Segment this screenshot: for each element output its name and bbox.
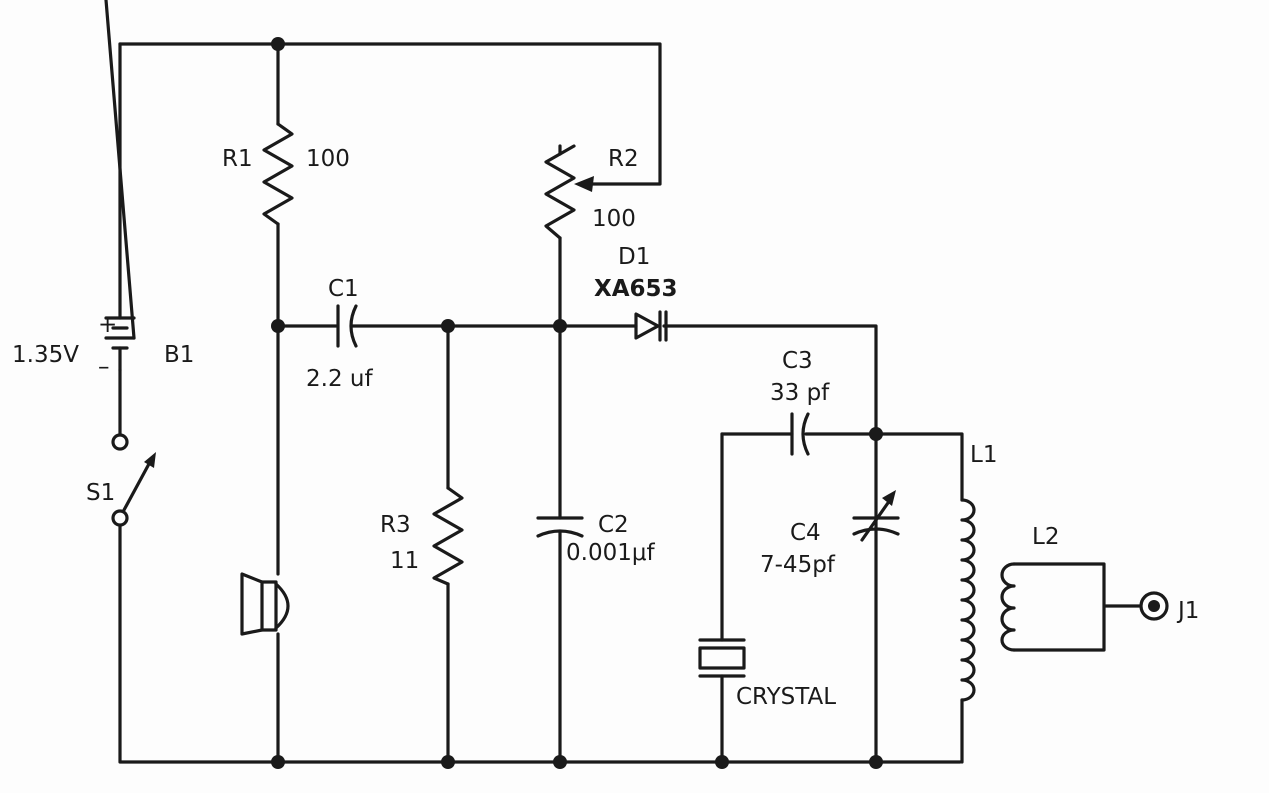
speaker-icon: [240, 572, 290, 636]
wire-c3-right: [804, 432, 964, 502]
wire-l2: [1012, 562, 1142, 652]
r1-ref-label: R1: [222, 146, 253, 172]
junction-dot: [553, 319, 567, 333]
junction-dot: [441, 319, 455, 333]
resistor-r2-symbol: [544, 144, 576, 240]
b1-voltage-label: 1.35V: [12, 342, 79, 368]
battery-plus-label: +: [98, 312, 117, 338]
capacitor-c1-symbol: [336, 304, 358, 348]
wire-left-lower: [118, 524, 962, 764]
c2-value-label: 0.001μf: [566, 540, 655, 566]
l1-ref-label: L1: [970, 442, 997, 468]
l2-ref-label: L2: [1032, 524, 1059, 550]
wire-top-rail: [118, 42, 662, 186]
r3-value-label: 11: [390, 548, 419, 574]
s1-ref-label: S1: [86, 480, 115, 506]
wire-diode-out: [662, 324, 878, 764]
inductor-l2-symbol: [1000, 562, 1016, 652]
junction-dot: [869, 427, 883, 441]
crystal-label: CRYSTAL: [736, 684, 836, 710]
resistor-r3-symbol: [432, 486, 464, 586]
capacitor-c2-symbol: [536, 516, 584, 538]
capacitor-c4-symbol: [852, 490, 900, 542]
c2-ref-label: C2: [598, 512, 629, 538]
r2-value-label: 100: [592, 206, 636, 232]
c3-value-label: 33 pf: [770, 380, 830, 406]
c1-value-label: 2.2 uf: [306, 366, 373, 392]
battery-b1-symbol: [104, 0, 136, 372]
resistor-r1-symbol: [262, 122, 294, 226]
inductor-l1-symbol: [960, 498, 976, 702]
capacitor-c3-symbol: [790, 412, 810, 456]
c4-value-label: 7-45pf: [760, 552, 836, 578]
labels: R1 100 R2 100 D1 XA653 C1 2.2 uf + – 1.3…: [12, 146, 1199, 710]
r2-ref-label: R2: [608, 146, 639, 172]
d1-part-label: XA653: [594, 276, 678, 302]
junction-dot: [271, 755, 285, 769]
wires: [118, 42, 1142, 764]
crystal-symbol: [698, 638, 746, 678]
r1-value-label: 100: [306, 146, 350, 172]
c1-ref-label: C1: [328, 276, 359, 302]
junction-dot: [271, 319, 285, 333]
junction-dots: [271, 37, 883, 769]
j1-ref-label: J1: [1176, 598, 1199, 624]
c3-ref-label: C3: [782, 348, 813, 374]
jack-j1-symbol: [1139, 591, 1169, 621]
junction-dot: [553, 755, 567, 769]
b1-ref-label: B1: [164, 342, 194, 368]
switch-s1-symbol[interactable]: [111, 433, 156, 527]
junction-dot: [869, 755, 883, 769]
junction-dot: [271, 37, 285, 51]
r2-wiper-arrow: [574, 176, 594, 192]
c4-ref-label: C4: [790, 520, 821, 546]
junction-dot: [441, 755, 455, 769]
junction-dot: [715, 755, 729, 769]
diode-d1-symbol: [634, 310, 668, 342]
battery-minus-label: –: [98, 354, 110, 380]
d1-ref-label: D1: [618, 244, 650, 270]
r3-ref-label: R3: [380, 512, 411, 538]
